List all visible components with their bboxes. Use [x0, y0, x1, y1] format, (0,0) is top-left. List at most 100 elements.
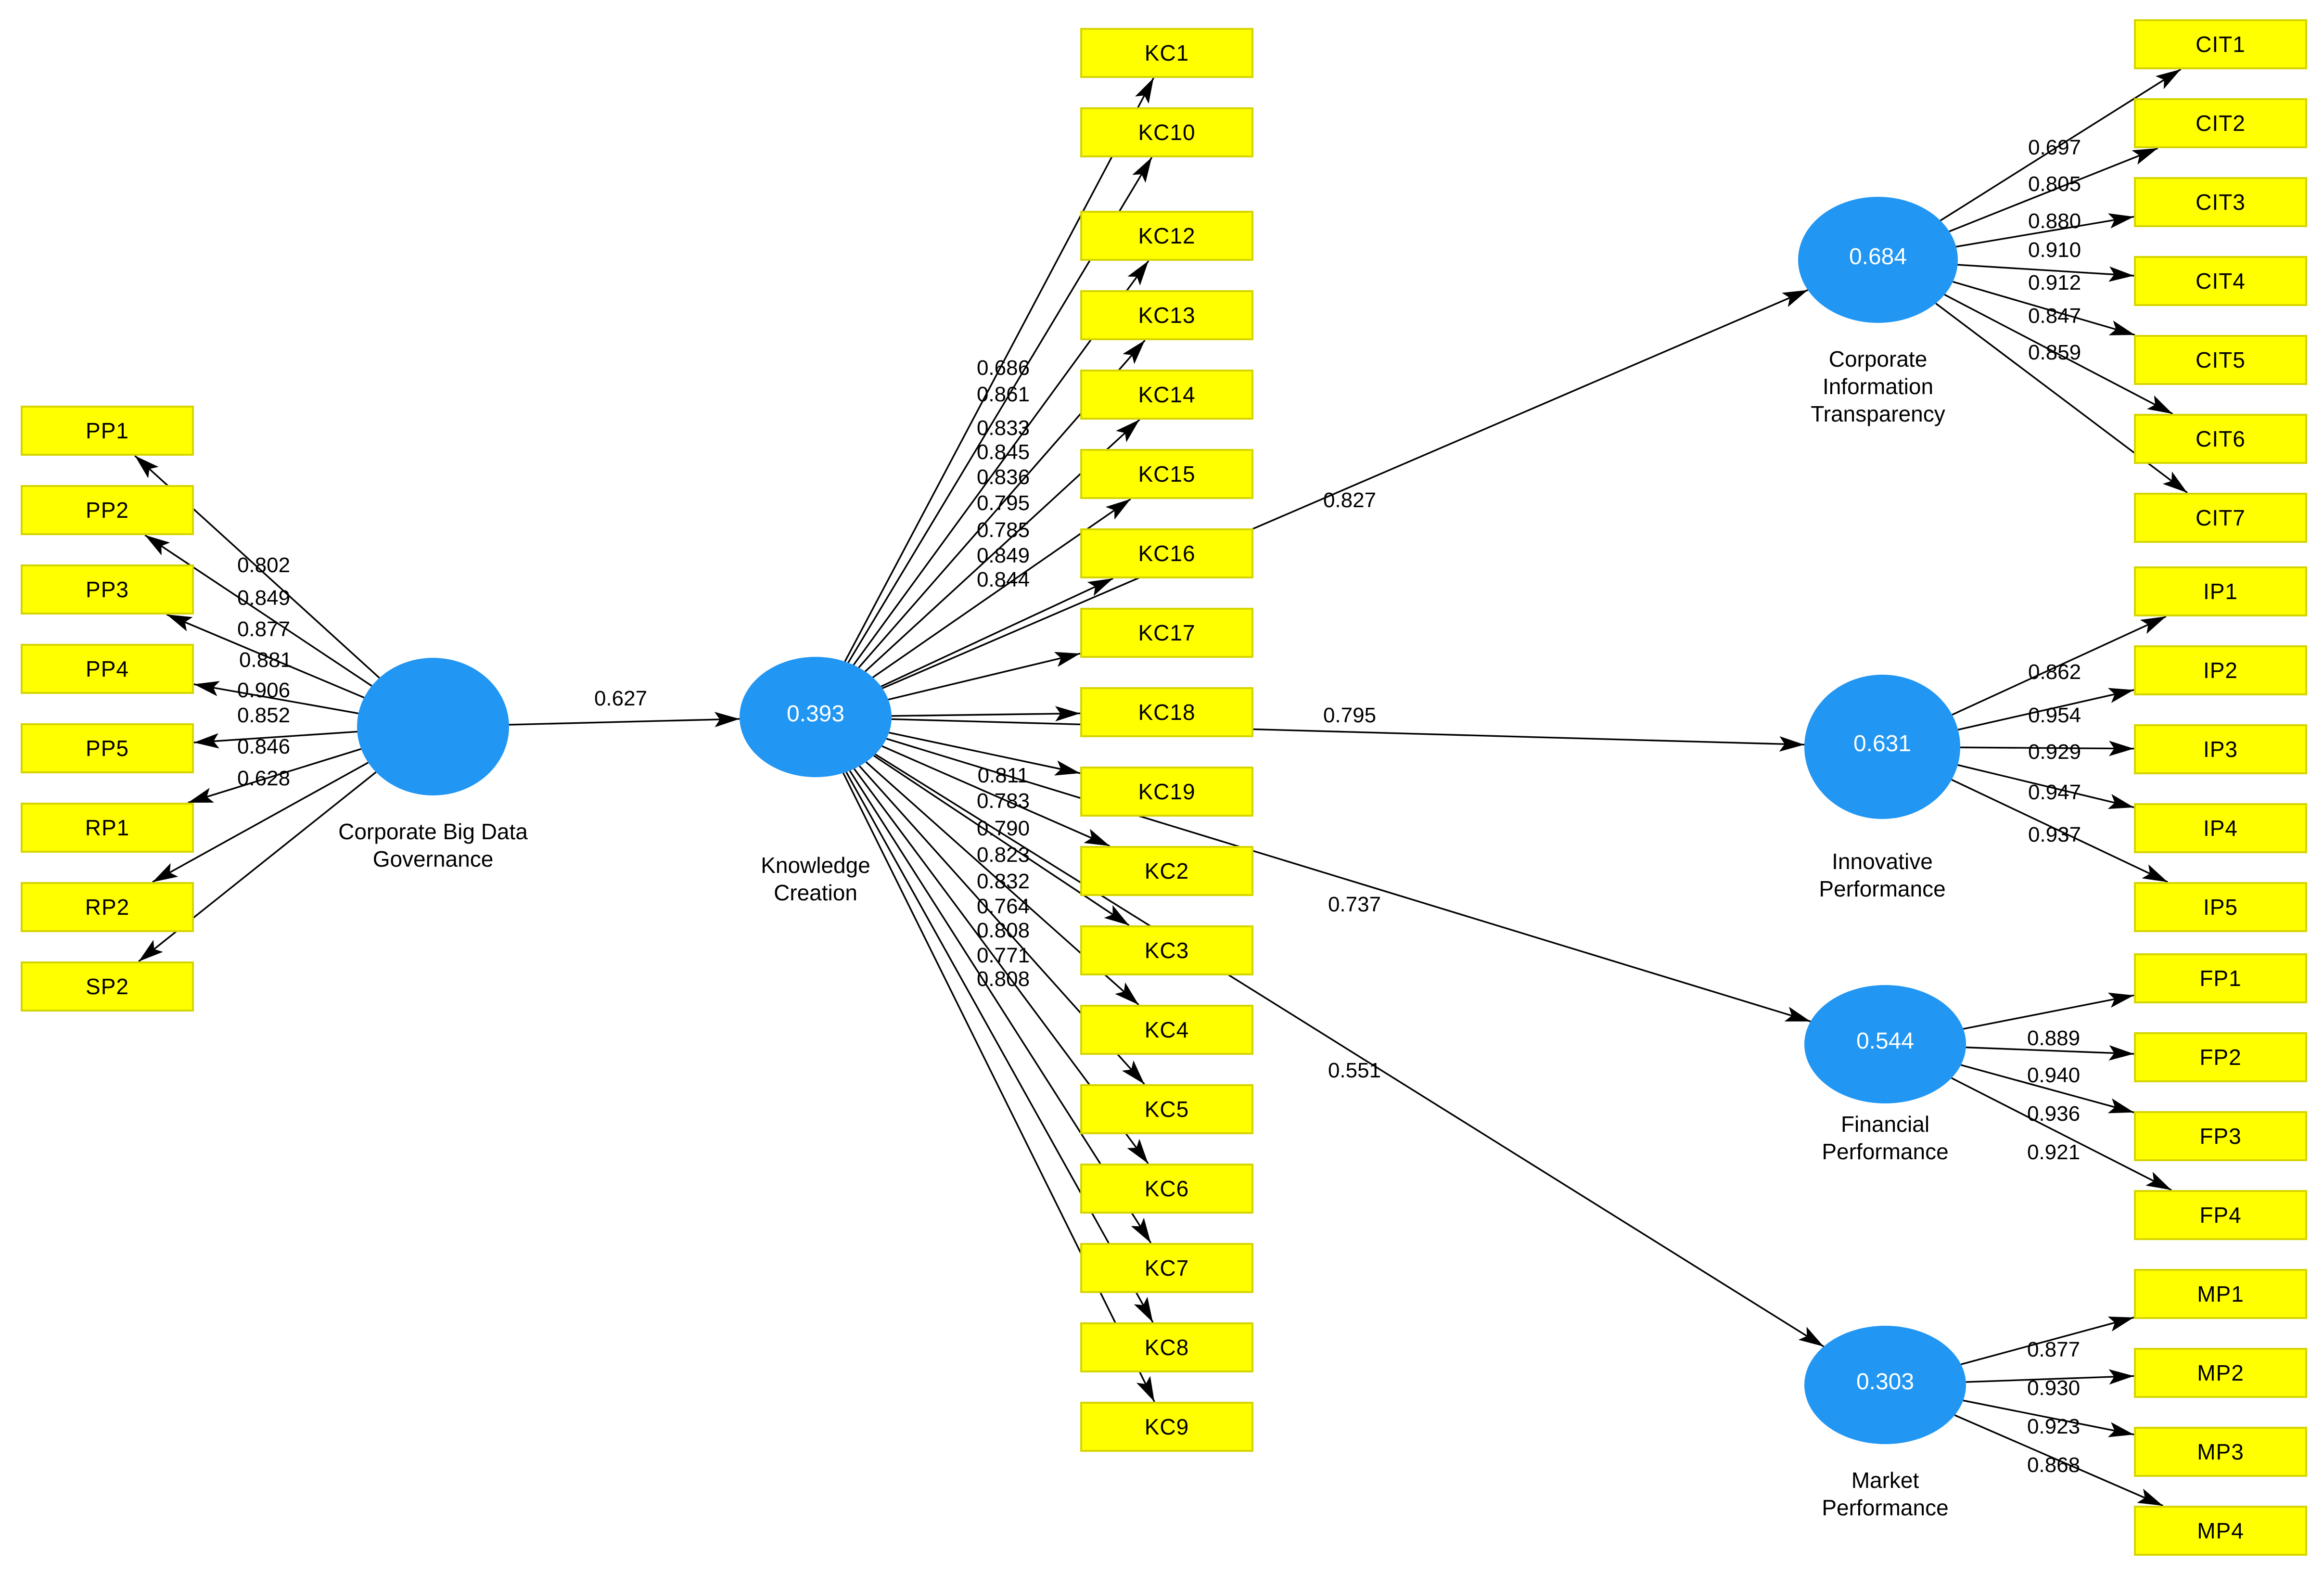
loading-label-KC3: 0.790 [976, 817, 1030, 840]
latent-construct-MP[interactable]: 0.303 [1804, 1326, 1966, 1444]
indicator-box-CIT6[interactable]: CIT6 [2134, 414, 2307, 464]
indicator-box-KC5[interactable]: KC5 [1080, 1084, 1253, 1134]
indicator-box-IP2[interactable]: IP2 [2134, 645, 2307, 695]
indicator-box-CIT1[interactable]: CIT1 [2134, 19, 2307, 69]
indicator-label-PP1: PP1 [86, 418, 129, 443]
indicator-label-IP4: IP4 [2203, 816, 2238, 841]
indicator-box-IP1[interactable]: IP1 [2134, 566, 2307, 616]
loading-label-CIT5: 0.912 [2028, 271, 2081, 295]
loading-label-KC10: 0.861 [976, 383, 1030, 406]
indicator-box-PP2[interactable]: PP2 [21, 485, 194, 535]
indicator-box-PP5[interactable]: PP5 [21, 723, 194, 773]
loading-label-KC9: 0.808 [976, 967, 1030, 991]
indicator-label-KC12: KC12 [1138, 223, 1196, 248]
loading-label-CIT4: 0.910 [2028, 238, 2081, 262]
indicator-box-CIT3[interactable]: CIT3 [2134, 177, 2307, 227]
latent-construct-KC[interactable]: 0.393 [740, 657, 892, 777]
loading-label-MP4: 0.868 [2027, 1453, 2081, 1477]
indicator-box-KC3[interactable]: KC3 [1080, 925, 1253, 975]
indicator-box-CIT7[interactable]: CIT7 [2134, 493, 2307, 543]
indicator-box-IP5[interactable]: IP5 [2134, 882, 2307, 932]
loading-label-KC17: 0.849 [976, 544, 1030, 567]
indicator-label-IP1: IP1 [2203, 579, 2238, 604]
indicator-label-IP3: IP3 [2203, 737, 2238, 762]
path-coefficient-label-KC-FP: 0.737 [1328, 893, 1381, 916]
indicator-box-KC2[interactable]: KC2 [1080, 846, 1253, 896]
indicator-box-KC1[interactable]: KC1 [1080, 28, 1253, 78]
path-arrow [1953, 281, 2135, 336]
loading-label-IP5: 0.937 [2028, 823, 2081, 846]
path-arrow [1963, 992, 2134, 1030]
indicator-box-KC9[interactable]: KC9 [1080, 1402, 1253, 1452]
indicator-label-PP3: PP3 [86, 577, 129, 602]
latent-construct-IP[interactable]: 0.631 [1804, 675, 1960, 819]
path-arrow [1961, 1316, 2134, 1365]
loading-label-KC14: 0.836 [976, 465, 1030, 489]
indicator-box-KC15[interactable]: KC15 [1080, 449, 1253, 499]
path-arrow [1960, 1064, 2134, 1114]
indicator-box-FP4[interactable]: FP4 [2134, 1190, 2307, 1240]
loading-label-RP1: 0.852 [237, 704, 291, 727]
r-squared-value-KC: 0.393 [786, 701, 845, 727]
path-arrow [1944, 294, 2173, 415]
indicator-label-RP2: RP2 [85, 895, 130, 920]
indicator-box-KC14[interactable]: KC14 [1080, 370, 1253, 420]
path-arrow [144, 534, 372, 687]
indicator-label-FP2: FP2 [2199, 1045, 2242, 1070]
path-arrow [1952, 615, 2167, 716]
indicator-box-FP1[interactable]: FP1 [2134, 953, 2307, 1003]
indicator-label-KC7: KC7 [1144, 1255, 1189, 1281]
path-arrow [1957, 764, 2134, 809]
indicator-label-KC18: KC18 [1138, 700, 1196, 725]
path-coefficient-label-CBDG-KC: 0.627 [594, 687, 648, 710]
indicator-box-PP1[interactable]: PP1 [21, 406, 194, 456]
indicator-box-KC12[interactable]: KC12 [1080, 211, 1253, 261]
indicator-box-MP4[interactable]: MP4 [2134, 1506, 2307, 1556]
indicator-box-RP1[interactable]: RP1 [21, 803, 194, 853]
indicator-box-MP1[interactable]: MP1 [2134, 1269, 2307, 1319]
indicator-box-MP3[interactable]: MP3 [2134, 1427, 2307, 1477]
loading-label-CIT2: 0.805 [2028, 172, 2081, 196]
latent-construct-CIT[interactable]: 0.684 [1798, 197, 1958, 323]
indicator-box-FP2[interactable]: FP2 [2134, 1032, 2307, 1082]
path-arrow [1966, 1045, 2134, 1061]
indicator-box-PP4[interactable]: PP4 [21, 644, 194, 694]
indicator-box-CIT2[interactable]: CIT2 [2134, 98, 2307, 148]
indicator-label-PP4: PP4 [86, 656, 129, 681]
loading-label-KC1: 0.686 [976, 356, 1030, 380]
path-arrow [1949, 147, 2158, 232]
indicator-label-KC2: KC2 [1144, 858, 1189, 884]
path-arrow [888, 652, 1081, 701]
indicator-box-KC17[interactable]: KC17 [1080, 608, 1253, 658]
indicator-box-PP3[interactable]: PP3 [21, 564, 194, 615]
construct-label-KC: Knowledge Creation [761, 853, 870, 905]
indicator-box-KC7[interactable]: KC7 [1080, 1243, 1253, 1293]
latent-construct-CBDG[interactable] [357, 658, 509, 795]
path-arrow [1951, 1077, 2172, 1191]
loading-label-KC2: 0.783 [976, 789, 1030, 813]
indicator-box-IP4[interactable]: IP4 [2134, 803, 2307, 853]
construct-label-CIT: Corporate Information Transparency [1811, 346, 1945, 426]
indicator-box-KC10[interactable]: KC10 [1080, 107, 1253, 157]
indicator-box-RP2[interactable]: RP2 [21, 882, 194, 932]
loading-label-MP2: 0.930 [2027, 1376, 2081, 1400]
loading-label-CIT1: 0.697 [2028, 136, 2081, 159]
indicator-box-FP3[interactable]: FP3 [2134, 1111, 2307, 1161]
indicator-box-KC13[interactable]: KC13 [1080, 290, 1253, 340]
indicator-box-IP3[interactable]: IP3 [2134, 724, 2307, 774]
indicator-label-RP1: RP1 [85, 815, 130, 840]
indicator-box-SP2[interactable]: SP2 [21, 961, 194, 1012]
indicator-box-KC16[interactable]: KC16 [1080, 528, 1253, 578]
indicator-box-KC19[interactable]: KC19 [1080, 767, 1253, 817]
indicator-box-CIT5[interactable]: CIT5 [2134, 335, 2307, 385]
indicator-label-KC14: KC14 [1138, 382, 1196, 407]
indicator-box-MP2[interactable]: MP2 [2134, 1348, 2307, 1398]
indicator-box-KC4[interactable]: KC4 [1080, 1005, 1253, 1055]
indicator-box-CIT4[interactable]: CIT4 [2134, 256, 2307, 306]
latent-construct-FP[interactable]: 0.544 [1804, 985, 1966, 1103]
loading-label-KC13: 0.845 [976, 440, 1030, 464]
indicator-label-KC13: KC13 [1138, 303, 1196, 328]
indicator-box-KC8[interactable]: KC8 [1080, 1322, 1253, 1372]
indicator-box-KC6[interactable]: KC6 [1080, 1164, 1253, 1214]
indicator-box-KC18[interactable]: KC18 [1080, 687, 1253, 737]
